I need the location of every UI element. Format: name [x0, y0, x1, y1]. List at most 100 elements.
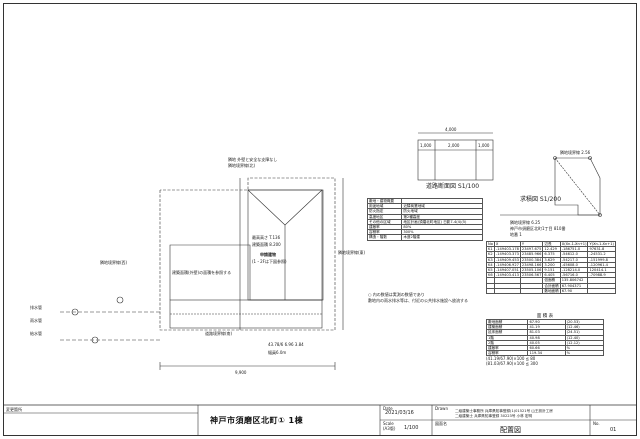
setback-note: 隣地 外壁と安全な支障なし: [228, 157, 278, 162]
table-cell: 木造2階建: [401, 234, 483, 241]
table-cell: 119.34: [527, 350, 566, 357]
table-cell: 67.90: [559, 287, 589, 295]
table-cell: 倍面積: [542, 277, 561, 284]
table-cell: 6.375: [542, 251, 561, 258]
west-boundary-label: 隣地境界線(西): [100, 260, 128, 265]
building-label-area: 建築面積 8.200: [252, 242, 281, 247]
scale-label: Scale: [383, 421, 394, 426]
area-table-title: 面 積 表: [536, 314, 554, 319]
table-cell: 23505.106: [519, 266, 544, 274]
note-line-1: ○ 内の数値は実測の数値であり: [368, 292, 425, 297]
no-label: No.: [593, 421, 600, 426]
road-dim-top: 4,000: [445, 127, 457, 132]
scale-sheet: (A3版): [383, 426, 396, 431]
table-cell: 23506.567: [519, 272, 544, 279]
site-boundary: [159, 177, 336, 331]
info-table: 敷地・建物概要用途地域近隣商業地域防火指定防火地域高度地区第2種高度その他の区域…: [366, 197, 483, 241]
legend-rain: 雨水管: [30, 318, 42, 323]
table-cell: Y(Xn-1-Xn+1): [587, 240, 616, 248]
building-label-height: 最高高さ T.136: [252, 235, 281, 240]
south-boundary-label: 道路境界線(南): [205, 331, 233, 336]
building-label-applied: 申請建物: [260, 252, 276, 257]
building-label-ref: (1・2Fは下図参照): [252, 259, 287, 264]
table-cell: [519, 287, 544, 295]
area-label-4: 隣地境界線 2.56: [560, 150, 591, 155]
east-boundary-label: 隣地境界線(東): [338, 250, 366, 255]
info-row: 構造・階数木造2階建: [366, 234, 483, 241]
table-cell: 120414.1: [587, 266, 616, 274]
road-width-note: 幅員6.0m: [268, 350, 287, 355]
table-cell: [587, 287, 616, 295]
table-cell: -24531.2: [587, 251, 616, 258]
table-cell: 23500.384: [519, 256, 544, 263]
drawn-label: Drawn: [435, 406, 448, 411]
scale-value: 1/100: [404, 425, 419, 431]
table-cell: 容積率: [485, 350, 529, 357]
road-dim-1: 1,000: [420, 143, 432, 148]
area-label-3: 地番 1: [510, 232, 522, 237]
table-cell: -149403.373: [493, 251, 521, 258]
table-cell: -149403.413: [493, 272, 521, 279]
dims-note: 43.78/6 6.96 3.84: [268, 342, 304, 347]
drawing-name: 配置図: [500, 426, 521, 434]
road-dim-2: 2,000: [448, 143, 460, 148]
table-cell: [486, 287, 495, 295]
company2: 二級建築士 兵庫県知事登録 30223号 小林 宏明: [455, 414, 533, 418]
company: 二級建築士事務所 兵庫県知事登録(1)01521号 山王設計工房: [455, 409, 553, 413]
table-cell: %: [564, 350, 605, 357]
table-cell: X(Xn-1-Xn+1): [559, 240, 589, 248]
date-value: 2021/03/16: [385, 410, 414, 416]
area-footer-1: (41.19/67.90)×100 ≦ 80: [486, 356, 536, 362]
table-cell: 合計面積: [542, 282, 561, 289]
revision-label: 変更箇所: [6, 407, 22, 412]
table-cell: 3.200: [542, 261, 561, 269]
table-cell: -70988.9: [587, 272, 616, 279]
drawing-frame: [3, 3, 637, 436]
info-row: その他の区域地区計画(須磨北町地区) 日影7-4(4)(5): [366, 218, 483, 226]
table-cell: [493, 287, 521, 295]
legend-water: 給水管: [30, 331, 42, 336]
note-line-2: 敷地内の雨水排水等は、付近の公共排水施設へ放流する: [368, 298, 468, 303]
area-label-1: 隣地境界線 6.25: [510, 220, 541, 225]
project-name: 神戸市須磨区北町① 1棟: [210, 416, 304, 425]
table-cell: 構造・階数: [366, 234, 403, 241]
table-cell: 敷地・建物概要: [366, 197, 403, 205]
road-section-title: 道路断面図 S1/100: [426, 183, 480, 190]
road-section-outline: [417, 139, 494, 181]
area-footer-2: (81.03/67.90)×100 ≦ 300: [486, 361, 538, 367]
north-boundary-label: 隣地境界線(北): [228, 163, 256, 168]
table-cell: -120961.4: [587, 261, 616, 269]
table-cell: 12.429: [542, 246, 561, 253]
table-cell: 23485.966: [519, 251, 544, 258]
table-cell: -149407.051: [493, 266, 521, 274]
table-cell: 9.151: [542, 266, 561, 274]
building-outline: [169, 189, 323, 301]
table-cell: 地区計画(須磨北町地区) 日影7-4(4)(5): [401, 218, 483, 226]
road-dim-3: 1,000: [478, 143, 490, 148]
area-calc-title: 求積図 S1/200: [520, 196, 562, 203]
no-value: 01: [610, 427, 617, 433]
table-cell: 3.629: [542, 256, 561, 263]
table-cell: その他の区域: [366, 218, 403, 226]
table-cell: -149406.927: [493, 261, 521, 269]
table-cell: -151999.8: [587, 256, 616, 263]
regulation-note: 建築面積(外壁)の面積を参照する: [172, 270, 232, 275]
width-dim: 9,900: [235, 370, 247, 375]
area-label-2: 神戸市須磨区北町1丁目 810番: [510, 226, 566, 231]
table-cell: 敷地面積: [542, 287, 561, 295]
drawing-name-label: 図面名: [435, 421, 447, 426]
legend-drain: 排水管: [30, 305, 42, 310]
table-cell: -149409.453: [493, 256, 521, 263]
table-cell: 97631.8: [587, 246, 616, 253]
